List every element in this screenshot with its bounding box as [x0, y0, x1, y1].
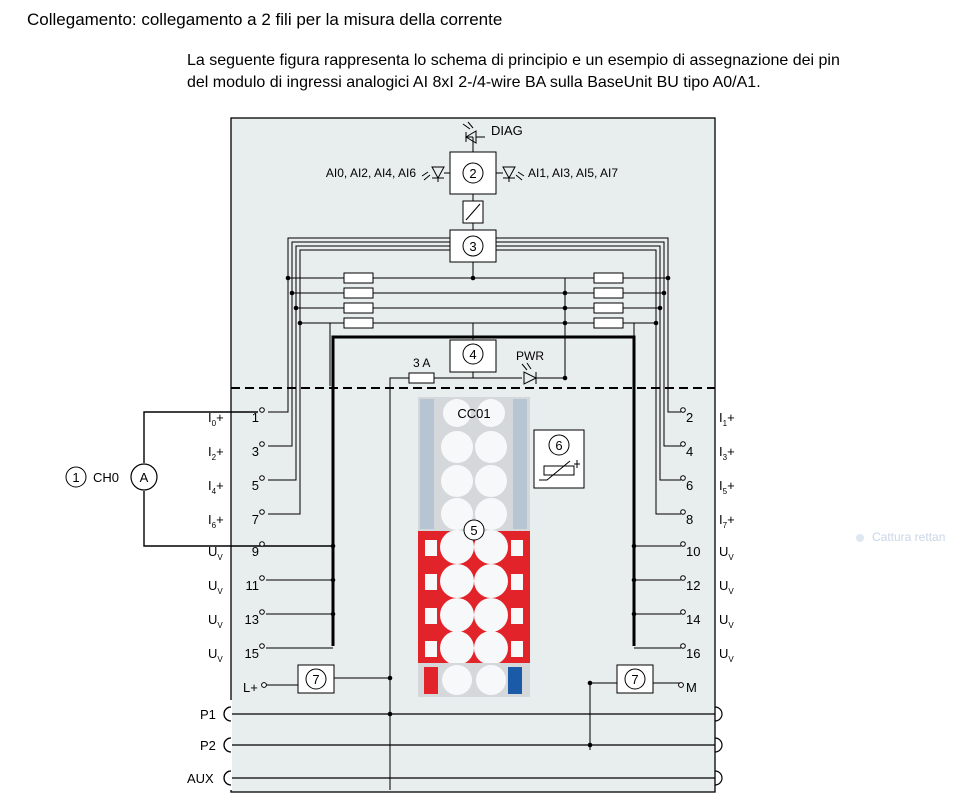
terminal-number-right: 8 — [686, 512, 693, 527]
terminal-number-left: 11 — [246, 578, 260, 593]
right-signal-1: I3+ — [719, 444, 735, 462]
terminal-left-point — [259, 475, 265, 481]
terminal-left-point — [259, 609, 265, 615]
diag-led — [462, 121, 485, 152]
left-signal-0: I0+ — [208, 410, 224, 428]
right-signal-6: UV — [719, 612, 734, 630]
left-signal-4: UV — [208, 544, 223, 562]
right-signal-2: I5+ — [719, 478, 735, 496]
fuse-label: 3 A — [413, 356, 430, 370]
left-signal-3: I6+ — [208, 512, 224, 530]
led-left-icon — [421, 166, 450, 182]
right-signal-4: UV — [719, 544, 734, 562]
marker-3-circle — [462, 235, 484, 257]
terminal-right-point — [680, 407, 686, 413]
record-icon — [856, 533, 864, 542]
terminal-number-left: 13 — [245, 612, 259, 627]
terminal-block — [418, 397, 530, 697]
bus-label-aux: AUX — [187, 771, 214, 786]
terminal-number-left: 3 — [252, 444, 259, 459]
marker-7-left: 7 — [312, 672, 319, 687]
terminal-number-right: 16 — [686, 646, 700, 661]
supply-right-label: M — [686, 680, 697, 695]
leds-left-label: AI0, AI2, AI4, AI6 — [326, 166, 416, 180]
right-signal-3: I7+ — [719, 512, 735, 530]
terminal-number-right: 4 — [686, 444, 693, 459]
left-signal-5: UV — [208, 578, 223, 596]
terminal-right-point — [680, 509, 686, 515]
fuse-symbol — [408, 372, 435, 384]
intro-line-1: La seguente figura rappresenta lo schema… — [187, 52, 840, 69]
terminal-number-right: 10 — [686, 544, 700, 559]
terminal-left-point — [259, 541, 265, 547]
marker-7-right: 7 — [631, 672, 638, 687]
toast-text: Cattura rettan — [872, 530, 946, 544]
marker-4-circle — [462, 343, 484, 365]
marker-2-circle — [462, 162, 484, 184]
bus-label-p1: P1 — [200, 707, 216, 722]
diag-label: DIAG — [491, 123, 523, 138]
terminal-right-point — [680, 575, 686, 581]
resistors — [343, 272, 624, 329]
channel-label: CH0 — [93, 470, 119, 485]
marker-4: 4 — [469, 347, 476, 362]
marker-7-right-circle — [624, 668, 646, 690]
marker-2: 2 — [469, 166, 476, 181]
bus-label-p2: P2 — [200, 738, 216, 753]
terminal-number-right: 12 — [686, 578, 700, 593]
terminal-right-point — [680, 609, 686, 615]
marker-1: 1 — [72, 470, 79, 485]
terminal-number-left: 7 — [252, 512, 259, 527]
leds-right-label: AI1, AI3, AI5, AI7 — [528, 166, 618, 180]
terminal-number-left: 9 — [252, 544, 259, 559]
terminal-number-left: 5 — [252, 478, 259, 493]
cc-label: CC01 — [457, 406, 490, 421]
terminal-number-left: 15 — [245, 646, 259, 661]
terminal-left-point — [259, 407, 265, 413]
terminal-number-left: 1 — [252, 410, 259, 425]
marker-1-circle — [65, 466, 87, 488]
terminal-right-point — [680, 441, 686, 447]
terminal-left-point — [259, 441, 265, 447]
ammeter-symbol: A — [140, 470, 149, 485]
terminal-left-point — [259, 509, 265, 515]
terminal-number-right: 6 — [686, 478, 693, 493]
terminal-left-point — [259, 575, 265, 581]
right-signal-0: I1+ — [719, 410, 735, 428]
left-signal-6: UV — [208, 612, 223, 630]
marker-5-circle — [463, 519, 485, 541]
marker-7-left-circle — [305, 668, 327, 690]
intro-text: La seguente figura rappresenta lo schema… — [187, 50, 977, 94]
marker-6-circle — [548, 434, 570, 456]
terminal-left-point — [259, 643, 265, 649]
page-title: Collegamento: collegamento a 2 fili per … — [27, 10, 503, 29]
right-signal-7: UV — [719, 646, 734, 664]
pwr-label: PWR — [516, 349, 544, 363]
intro-line-2: del modulo di ingressi analogici AI 8xI … — [187, 74, 761, 91]
marker-3: 3 — [469, 239, 476, 254]
pwr-led — [521, 362, 565, 385]
junction-dots — [285, 275, 671, 748]
terminal-number-right: 2 — [686, 410, 693, 425]
supply-left-label: L+ — [243, 680, 258, 695]
thermistor-icon — [539, 460, 580, 481]
terminal-right-point — [680, 643, 686, 649]
left-signal-2: I4+ — [208, 478, 224, 496]
left-signal-7: UV — [208, 646, 223, 664]
terminal-right-point — [680, 475, 686, 481]
uv-bus-wire — [300, 322, 331, 386]
led-right-icon — [496, 166, 525, 182]
marker-6: 6 — [555, 438, 562, 453]
marker-5: 5 — [470, 523, 477, 538]
left-signal-1: I2+ — [208, 444, 224, 462]
terminal-number-right: 14 — [686, 612, 700, 627]
terminal-right-point — [680, 541, 686, 547]
snipping-toast[interactable]: Cattura rettan — [852, 526, 979, 548]
right-signal-5: UV — [719, 578, 734, 596]
